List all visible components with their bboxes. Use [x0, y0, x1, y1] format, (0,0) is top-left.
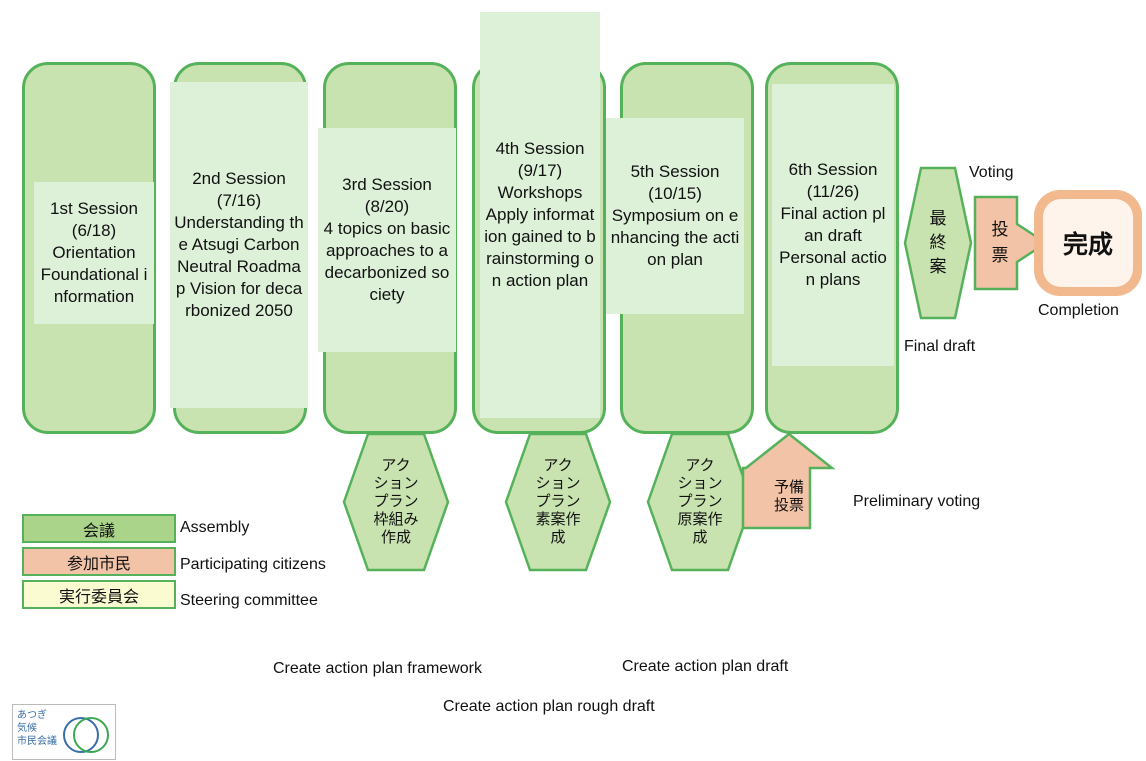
caption-framework: Create action plan framework — [273, 660, 482, 677]
legend-assembly-label: Assembly — [180, 519, 250, 536]
legend-citizens-swatch: 参加市民 — [22, 547, 176, 576]
caption-draft: Create action plan draft — [622, 658, 789, 675]
final-draft-label: Final draft — [904, 338, 976, 355]
voting-label: Voting — [969, 164, 1014, 181]
preliminary-voting-label: Preliminary voting — [853, 493, 981, 510]
legend-committee-swatch: 実行委員会 — [22, 580, 176, 609]
legend-assembly-swatch: 会議 — [22, 514, 176, 543]
session-5-label: 5th Session (10/15) Symposium on enhanci… — [606, 118, 744, 314]
hexagon-shape — [646, 432, 754, 572]
voting-jp: 投 票 — [991, 220, 1009, 265]
hexagon-framework: アク ション プラン 枠組み 作成 — [342, 432, 450, 572]
legend-citizens-label: Participating citizens — [180, 556, 326, 573]
right-arrow-icon — [973, 195, 1048, 291]
hexagon-rough-draft: アク ション プラン 素案作 成 — [504, 432, 612, 572]
completion-box: 完成 — [1034, 190, 1142, 296]
session-6-label: 6th Session (11/26) Final action plan dr… — [772, 84, 894, 366]
hexagon-draft: アク ション プラン 原案作 成 — [646, 432, 754, 572]
hexagon-rough-draft-text: アク ション プラン 素案作 成 — [535, 457, 581, 546]
up-arrow-icon — [741, 432, 836, 530]
voting-arrow: 投 票 — [972, 194, 1048, 292]
final-draft-hexagon: 最 終 案 — [903, 166, 973, 320]
session-3-label: 3rd Session (8/20) 4 topics on basic app… — [318, 128, 456, 352]
hexagon-draft-text: アク ション プラン 原案作 成 — [677, 457, 723, 546]
preliminary-voting-jp: 予備 投票 — [773, 479, 804, 514]
session-2-label: 2nd Session (7/16) Understanding the Ats… — [170, 82, 308, 408]
completion-label: Completion — [1038, 302, 1119, 319]
legend-committee-label: Steering committee — [180, 592, 318, 609]
preliminary-voting-arrow: 予備 投票 — [740, 432, 838, 530]
hexagon-framework-text: アク ション プラン 枠組み 作成 — [373, 457, 419, 546]
hexagon-shape — [903, 166, 973, 320]
completion-jp: 完成 — [1062, 231, 1113, 259]
completion-inner: 完成 — [1043, 199, 1133, 287]
logo: あつぎ 気候 市民会議 — [12, 704, 116, 760]
hexagon-shape — [342, 432, 450, 572]
hexagon-shape — [504, 432, 612, 572]
session-1-label: 1st Session (6/18) Orientation Foundatio… — [34, 182, 154, 324]
logo-text: あつぎ 気候 市民会議 — [17, 710, 57, 747]
final-draft-jp: 最 終 案 — [929, 209, 947, 276]
session-4-label: 4th Session (9/17) Workshops Apply infor… — [480, 12, 600, 418]
caption-rough-draft: Create action plan rough draft — [443, 698, 655, 715]
logo-circles-icon — [63, 717, 109, 753]
